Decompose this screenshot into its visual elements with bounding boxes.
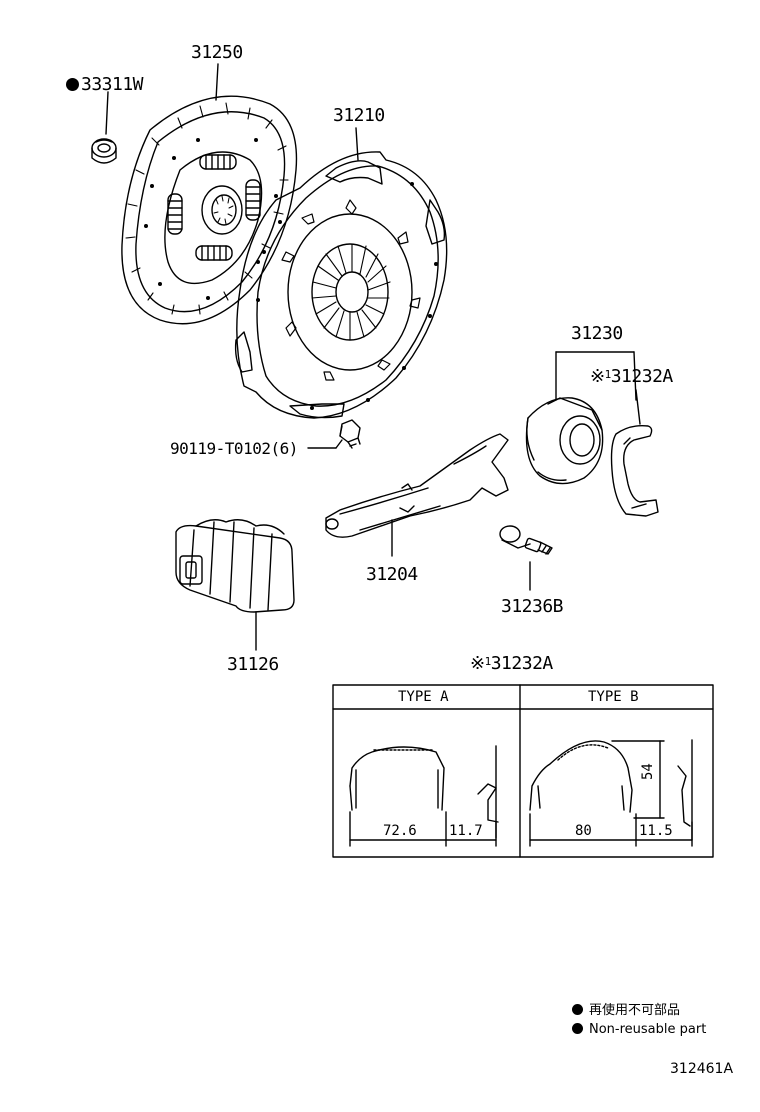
part-label-31232A-table: ※131232A xyxy=(470,655,553,673)
pivot-stud-drawing xyxy=(499,525,553,591)
bullet-dot-icon xyxy=(572,1023,583,1034)
dimension-a-width: 72.6 xyxy=(383,823,417,839)
bullet-dot-icon xyxy=(572,1004,583,1015)
dimension-b-width: 80 xyxy=(575,823,592,839)
part-label-31230: 31230 xyxy=(571,323,623,344)
dimension-b-depth: 11.5 xyxy=(639,823,673,839)
release-fork-boot-drawing xyxy=(175,519,295,651)
legend-en-text: Non-reusable part xyxy=(589,1022,707,1037)
part-number-33311W: 33311W xyxy=(81,74,144,95)
figure-id: 312461A xyxy=(670,1061,734,1077)
clutch-disc-drawing xyxy=(121,63,298,325)
release-fork-drawing xyxy=(325,433,509,557)
pilot-bearing-drawing xyxy=(91,91,117,164)
dimension-a-depth: 11.7 xyxy=(449,823,483,839)
clip-type-table xyxy=(332,684,714,858)
part-number-31232A: 31232A xyxy=(610,366,674,387)
dimension-b-height: 54 xyxy=(640,763,656,780)
part-label-33311W: 33311W xyxy=(66,74,144,95)
legend-jp: 再使用不可部品 xyxy=(572,1004,680,1017)
part-label-31126: 31126 xyxy=(227,654,279,675)
reference-number: 1 xyxy=(484,655,492,668)
part-label-31210: 31210 xyxy=(333,105,385,126)
legend-en: Non-reusable part xyxy=(572,1023,706,1036)
table-header-type-b: TYPE B xyxy=(588,689,639,705)
part-number-31232A: 31232A xyxy=(490,653,554,674)
cover-bolt-drawing xyxy=(307,419,361,449)
reference-mark: ※ xyxy=(470,653,485,674)
part-label-31250: 31250 xyxy=(191,42,243,63)
part-label-31236B: 31236B xyxy=(501,596,564,617)
reference-mark: ※ xyxy=(590,366,605,387)
part-label-90119: 90119-T0102(6) xyxy=(170,439,298,458)
clutch-cover-drawing xyxy=(234,127,448,419)
part-label-31232A-top: ※131232A xyxy=(590,368,673,386)
bullet-dot-icon xyxy=(66,78,79,91)
part-label-31204: 31204 xyxy=(366,564,418,585)
hub-clip-drawing xyxy=(610,389,659,517)
table-header-type-a: TYPE A xyxy=(398,689,449,705)
reference-number: 1 xyxy=(604,368,612,381)
legend-jp-text: 再使用不可部品 xyxy=(589,1003,681,1018)
